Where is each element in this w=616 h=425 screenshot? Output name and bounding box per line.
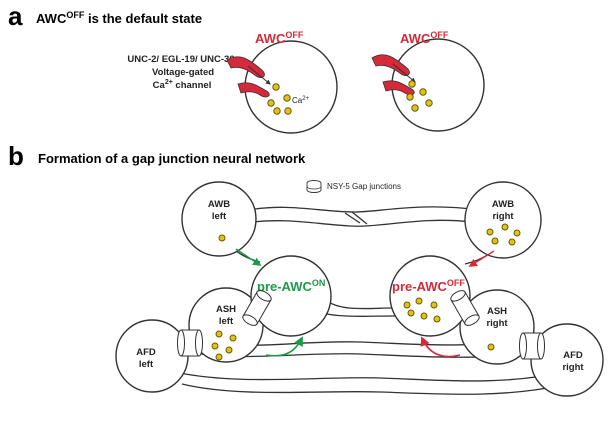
awb-right-label-2: right xyxy=(492,211,514,222)
channel-label-line1: UNC-2/ EGL-19/ UNC-36 xyxy=(127,54,234,65)
green-arrow-awb xyxy=(235,248,262,266)
panel-b-title: Formation of a gap junction neural netwo… xyxy=(38,151,306,166)
ash-right-label-1: ASH xyxy=(487,306,507,317)
awb-left-cell xyxy=(181,181,257,257)
awc-off-label-2: AWCOFF xyxy=(400,30,449,46)
calcium-label: Ca2+ xyxy=(292,96,310,105)
awc-off-label-1: AWCOFF xyxy=(255,30,304,46)
panel-b-letter: b xyxy=(8,141,24,171)
gap-junction-right-ash-afd xyxy=(519,332,545,360)
red-curved-arrow xyxy=(420,336,461,358)
afd-left-label-1: AFD xyxy=(136,347,156,358)
awb-left-label-1: AWB xyxy=(208,199,230,210)
channel-label-line3: Ca2+ channel xyxy=(153,79,212,91)
green-curved-arrow xyxy=(265,336,303,357)
ash-left-label-2: left xyxy=(219,316,234,327)
channel-label-line2: Voltage-gated xyxy=(152,67,214,78)
gap-junction-right-ash-awc xyxy=(450,290,480,326)
afd-right-label-2: right xyxy=(562,362,584,373)
awb-right-cell xyxy=(464,181,542,259)
pre-awc-off-label: pre-AWCOFF xyxy=(392,278,465,294)
ash-right-cell xyxy=(459,289,535,365)
awb-left-dot xyxy=(218,234,226,242)
ash-right-dot xyxy=(487,343,495,351)
afd-right-label-1: AFD xyxy=(563,350,583,361)
awb-left-label-2: left xyxy=(212,211,227,222)
gap-junction-legend-icon xyxy=(306,180,322,193)
pre-awc-on-label: pre-AWCON xyxy=(257,278,325,294)
awc-cell-2 xyxy=(391,38,485,132)
panel-a-title: AWCOFF is the default state xyxy=(36,10,202,26)
afd-left-label-2: left xyxy=(139,359,154,370)
gap-junction-left-afd-ash xyxy=(177,329,203,357)
ash-right-label-2: right xyxy=(486,318,508,329)
calcium-channel-1 xyxy=(226,56,271,98)
ash-left-dots xyxy=(211,330,237,361)
awb-right-label-1: AWB xyxy=(492,199,514,210)
pre-awc-off-dots xyxy=(403,297,441,323)
calcium-channel-2 xyxy=(371,54,416,96)
afd-right-cell xyxy=(530,323,604,397)
calcium-dots-2 xyxy=(406,80,433,112)
panel-a-letter: a xyxy=(8,1,23,31)
calcium-dots-1 xyxy=(267,83,292,115)
red-arrow-awb xyxy=(468,250,495,267)
ash-left-label-1: ASH xyxy=(216,304,236,315)
gap-junction-legend: NSY-5 Gap junctions xyxy=(327,182,401,191)
gap-junction-left-ash-awc xyxy=(242,290,272,326)
pre-awc-on-cell xyxy=(250,255,332,337)
awb-right-dots xyxy=(486,223,521,246)
